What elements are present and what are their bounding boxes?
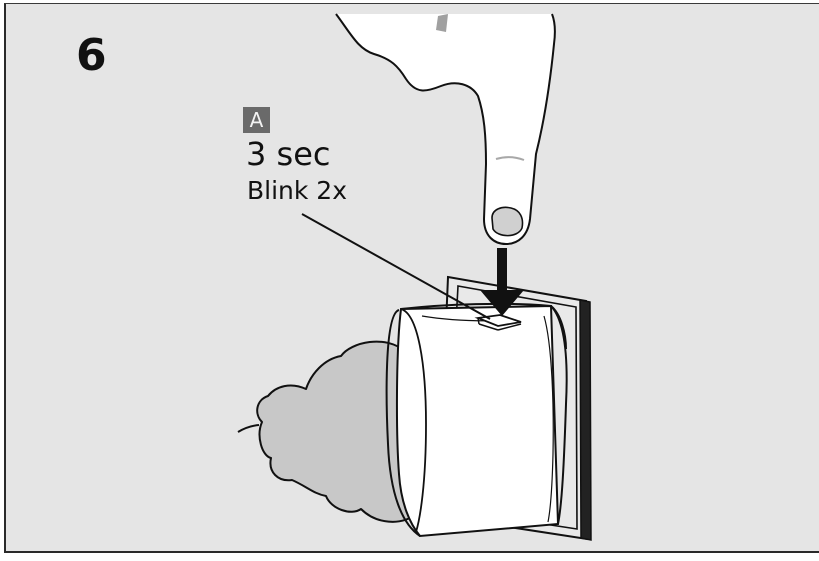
illustration xyxy=(237,13,592,541)
step-number: 6 xyxy=(76,30,107,81)
cable-plug-end xyxy=(256,340,417,523)
press-duration-text: 3 sec xyxy=(246,135,331,173)
pointing-finger-icon xyxy=(335,13,556,245)
callout-label-badge: A xyxy=(243,107,270,133)
instruction-panel: 6 A 3 sec Blink 2x xyxy=(4,3,819,553)
down-arrow-icon xyxy=(480,248,524,316)
smart-plug-icon xyxy=(385,302,568,538)
cable xyxy=(237,424,260,433)
callout-leader-line xyxy=(301,213,491,320)
blink-feedback-text: Blink 2x xyxy=(247,176,348,205)
